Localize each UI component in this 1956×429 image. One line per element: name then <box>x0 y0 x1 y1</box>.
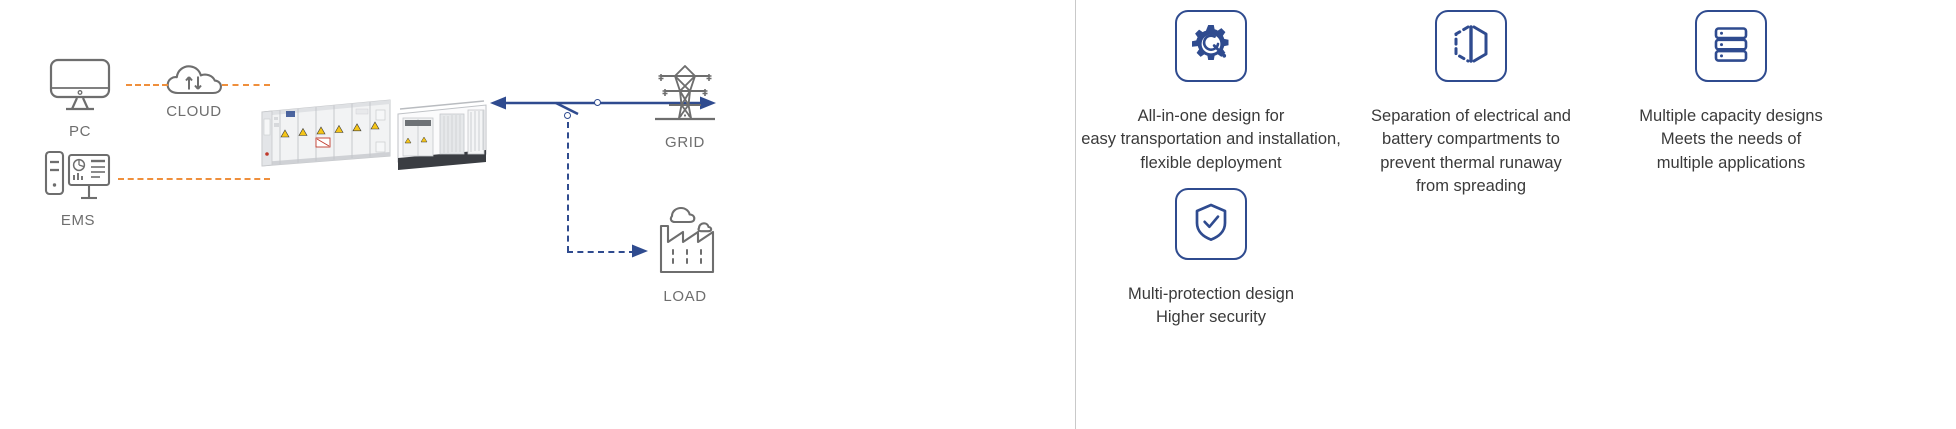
split-hexagon-icon-box <box>1435 10 1507 82</box>
server-rack-icon <box>1711 23 1751 70</box>
server-rack-icon-box <box>1695 10 1767 82</box>
power-arrow-to-bess <box>490 96 598 110</box>
feature-card-multiple-capacity[interactable]: Multiple capacity designs Meets the need… <box>1601 10 1861 175</box>
node-cloud-label: CLOUD <box>166 103 222 120</box>
breaker-node-upper <box>594 99 601 106</box>
feature-card-multi-protection[interactable]: Multi-protection design Higher security <box>1081 188 1341 330</box>
power-arrow-to-load <box>632 244 648 258</box>
transmission-tower-icon <box>647 62 723 129</box>
comm-link-cloud-bess <box>222 84 270 86</box>
monitor-icon <box>46 57 114 118</box>
node-cloud[interactable]: CLOUD <box>163 63 225 120</box>
breaker-switch-icon <box>555 101 579 116</box>
node-load[interactable]: LOAD <box>645 202 725 305</box>
power-arrow-to-grid <box>598 96 716 110</box>
feature-card-all-in-one-design[interactable]: All-in-one design for easy transportatio… <box>1081 10 1341 175</box>
feature-card-text: Multi-protection design Higher security <box>1128 285 1294 327</box>
power-link-to-load-horizontal <box>567 251 635 253</box>
node-grid-label: GRID <box>665 134 705 151</box>
node-ems-label: EMS <box>60 212 96 229</box>
server-workstation-icon <box>43 150 113 207</box>
shield-check-icon-box <box>1175 188 1247 260</box>
split-hexagon-icon <box>1451 23 1491 70</box>
comm-link-ems-bess <box>118 178 270 180</box>
factory-icon <box>647 202 723 283</box>
comm-link-pc-cloud <box>126 84 168 86</box>
gear-wrench-icon-box <box>1175 10 1247 82</box>
node-load-label: LOAD <box>663 288 707 305</box>
feature-card-compartment-separation[interactable]: Separation of electrical and battery com… <box>1341 10 1601 199</box>
gear-wrench-icon <box>1190 23 1232 70</box>
node-pc[interactable]: PC <box>40 57 120 140</box>
feature-card-text: Multiple capacity designs Meets the need… <box>1639 107 1823 172</box>
feature-highlights: All-in-one design for easy transportatio… <box>1076 0 1956 429</box>
shield-check-icon <box>1191 201 1231 248</box>
feature-card-text: All-in-one design for easy transportatio… <box>1081 107 1341 172</box>
node-ems[interactable]: EMS <box>42 150 114 229</box>
feature-card-text: Separation of electrical and battery com… <box>1371 107 1571 196</box>
node-pc-label: PC <box>68 123 92 140</box>
system-topology-diagram: PC CLOUD <box>40 57 725 305</box>
node-grid[interactable]: GRID <box>645 62 725 151</box>
cloud-sync-icon <box>165 63 223 102</box>
power-link-to-load-vertical <box>567 122 569 252</box>
battery-container-unit <box>258 92 498 177</box>
panel-divider <box>1075 0 1076 429</box>
breaker-node-lower <box>564 112 571 119</box>
